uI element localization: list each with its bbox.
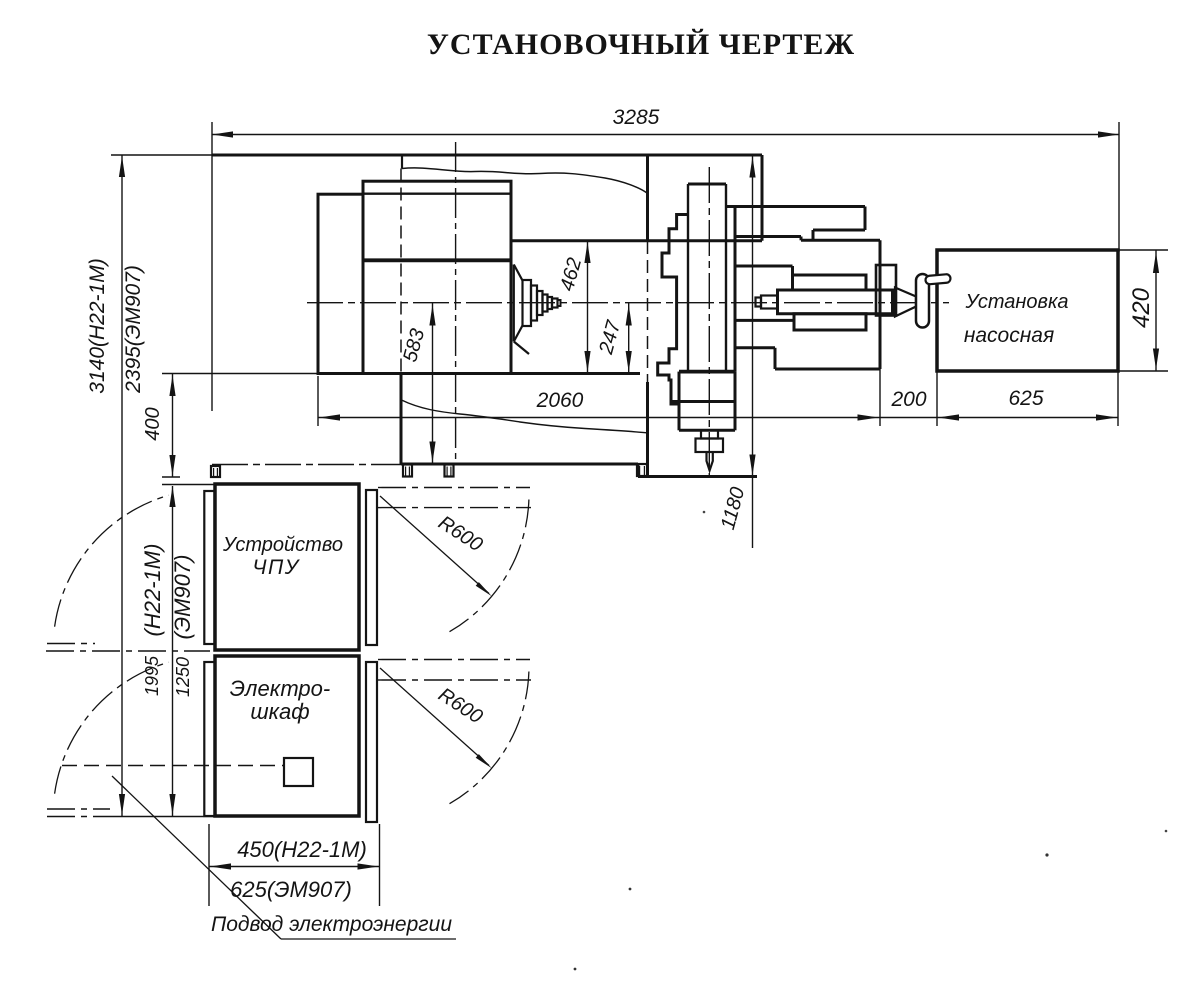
svg-text:247: 247 — [595, 318, 625, 358]
svg-text:Устройство: Устройство — [222, 534, 343, 556]
svg-text:насосная: насосная — [964, 324, 1054, 347]
svg-text:420: 420 — [1128, 287, 1155, 328]
svg-text:200: 200 — [890, 388, 926, 411]
svg-text:Подвод электроэнергии: Подвод электроэнергии — [211, 913, 452, 936]
svg-text:R600: R600 — [434, 512, 486, 556]
svg-text:3140(Н22-1М): 3140(Н22-1М) — [86, 258, 109, 393]
svg-text:1180: 1180 — [717, 485, 749, 532]
svg-text:(ЭМ907): (ЭМ907) — [170, 555, 195, 640]
svg-text:625(ЭМ907): 625(ЭМ907) — [230, 877, 352, 902]
svg-text:1250: 1250 — [173, 657, 193, 697]
svg-text:Установка: Установка — [964, 291, 1068, 313]
svg-text:(Н22-1М): (Н22-1М) — [140, 544, 165, 637]
svg-text:625: 625 — [1008, 387, 1043, 410]
svg-text:Электро-: Электро- — [230, 676, 330, 701]
svg-text:УСТАНОВОЧНЫЙ ЧЕРТЕЖ: УСТАНОВОЧНЫЙ ЧЕРТЕЖ — [427, 28, 855, 61]
svg-text:1995: 1995 — [142, 655, 162, 696]
svg-text:R600: R600 — [434, 684, 486, 728]
svg-text:583: 583 — [399, 326, 429, 364]
svg-text:450(Н22-1М): 450(Н22-1М) — [237, 837, 367, 862]
svg-text:2395(ЭМ907): 2395(ЭМ907) — [122, 265, 145, 394]
svg-text:400: 400 — [142, 407, 164, 440]
svg-text:шкаф: шкаф — [250, 699, 309, 724]
svg-text:ЧПУ: ЧПУ — [252, 556, 300, 579]
svg-text:462: 462 — [556, 255, 586, 293]
svg-text:2060: 2060 — [536, 389, 584, 412]
svg-text:3285: 3285 — [613, 106, 660, 129]
